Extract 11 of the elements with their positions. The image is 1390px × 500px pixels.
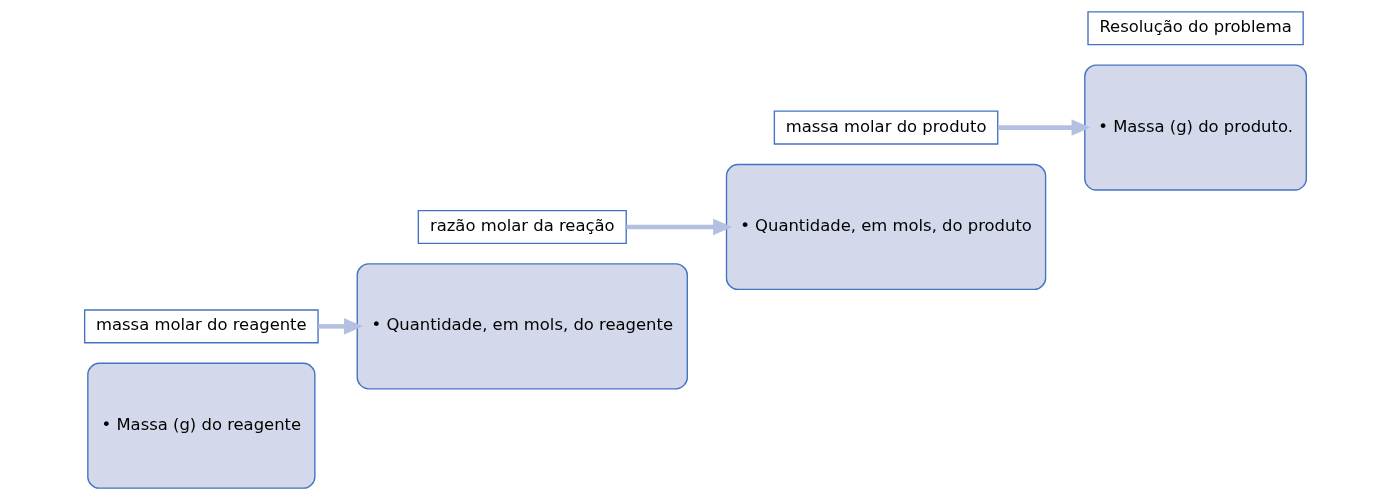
arrow <box>625 218 732 236</box>
arrow <box>997 119 1090 136</box>
node-box: • Quantidade, em mols, do reagente <box>356 263 688 390</box>
arrow <box>317 318 363 335</box>
node-box: massa molar do reagente <box>83 309 319 344</box>
node-box: Resolução do problema <box>1086 11 1304 46</box>
node-box: • Quantidade, em mols, do produto <box>725 163 1046 291</box>
node-box: • Massa (g) do produto. <box>1083 64 1307 191</box>
node-box: • Massa (g) do reagente <box>86 362 316 489</box>
node-box: razão molar da reação <box>417 209 627 245</box>
node-box: massa molar do produto <box>773 110 998 145</box>
